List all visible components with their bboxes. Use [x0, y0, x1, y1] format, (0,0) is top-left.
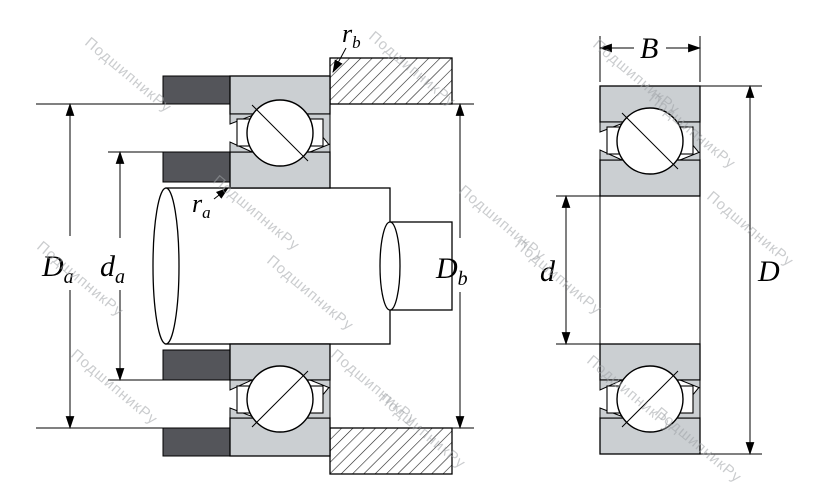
ball-contact-line	[251, 370, 309, 428]
watermark-text: ПодшипникРу	[511, 236, 605, 318]
bearing-section-top	[599, 85, 701, 197]
dimension-d	[556, 194, 600, 346]
dimension-label-D: D	[757, 255, 780, 288]
dimension-da	[108, 150, 163, 382]
ball-contact-line	[621, 370, 679, 428]
dimension-label-rb: rb	[342, 19, 361, 52]
bearing-view: B d D	[540, 32, 780, 456]
dimension-label-Da: Da	[41, 250, 74, 288]
ball-contact-line	[251, 104, 309, 162]
dimension-D	[700, 84, 762, 456]
inner-ring-shoulder-wedge	[309, 379, 331, 389]
dimension-label-ra: ra	[192, 189, 211, 222]
shaft-end-ellipse	[152, 187, 180, 345]
dimension-B	[598, 36, 702, 82]
dimension-Da	[36, 102, 163, 430]
dimension-label-B: B	[640, 32, 658, 65]
housing-hatch-top	[329, 57, 453, 105]
dimension-label-Db: Db	[435, 252, 468, 290]
bearing-section-top	[229, 75, 331, 189]
installation-view: Da da Db rb ra	[36, 19, 474, 475]
inner-ring-shoulder-wedge	[229, 379, 253, 391]
inner-ring-shoulder-wedge	[679, 379, 701, 389]
housing-shoulder-block-bottom	[162, 427, 231, 457]
leader-ra	[213, 187, 229, 200]
leader-rb	[332, 47, 347, 73]
housing-shoulder-block-top	[162, 75, 231, 105]
inner-ring-shoulder-wedge	[599, 149, 623, 161]
watermark-text: ПодшипникРу	[67, 346, 161, 428]
bearing-section-bottom	[599, 343, 701, 455]
housing-hatch-bottom	[329, 427, 453, 475]
dimension-Db	[452, 102, 474, 430]
inner-ring-shoulder-wedge	[229, 141, 253, 153]
inner-ring-shoulder-wedge	[309, 143, 331, 153]
dimension-label-d: d	[540, 255, 556, 288]
inner-ring-shoulder-wedge	[599, 379, 623, 391]
shaft-shoulder-block-top	[162, 151, 231, 183]
dimension-label-da: da	[100, 250, 125, 288]
ball-contact-line	[621, 112, 679, 170]
shaft-step-end-ellipse	[379, 221, 401, 311]
bearing-section-bottom	[229, 343, 331, 457]
shaft-shoulder-block-bottom	[162, 349, 231, 381]
inner-ring-shoulder-wedge	[679, 151, 701, 161]
